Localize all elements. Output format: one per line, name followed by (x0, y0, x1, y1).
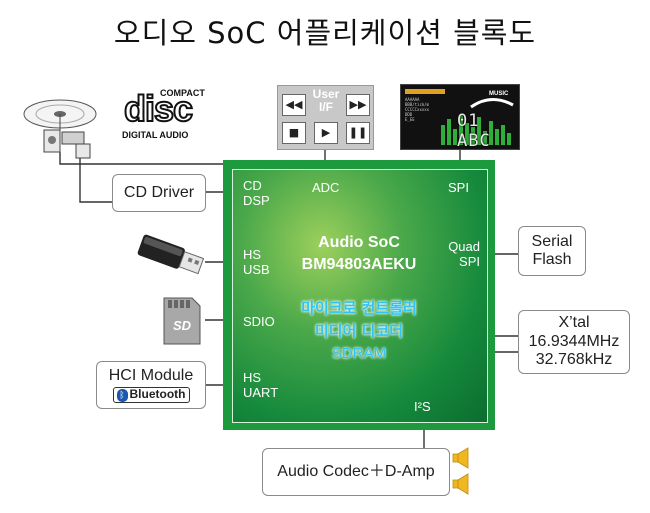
sd-card-icon: SD (163, 297, 201, 345)
pin-i2s: I²S (414, 399, 431, 414)
internal-sdram: SDRAM (331, 345, 387, 362)
display-progress-bar (405, 89, 445, 94)
user-if-label-line1: User (312, 87, 340, 101)
pin-quad-spi-line2: SPI (459, 254, 480, 269)
xtal-frequency-1: 16.9344MHz (528, 332, 620, 350)
cd-player-icon (23, 99, 97, 159)
stop-button[interactable]: ■ (282, 122, 306, 144)
compact-disc-logo: COMPACT disc DIGITAL AUDIO (122, 88, 210, 142)
pin-hs-uart-line1: HS (243, 370, 262, 385)
pin-hs-usb-line1: HS (243, 247, 262, 262)
pin-cd-dsp-line1: CD (243, 178, 262, 193)
pin-adc: ADC (312, 180, 340, 195)
hci-module-label: HCI Module (108, 366, 194, 384)
display-info-line: AAAAAA (405, 97, 420, 102)
display-track-text: 01 ABC (457, 111, 491, 150)
pin-quad-spi-line1: Quad (448, 239, 480, 254)
display-info-line: DDD (405, 112, 413, 117)
lcd-display: AAAAAA BBB/tick/m CCCCCxxxxx DDD E_EE MU… (400, 84, 520, 150)
user-if-label: User I/F (311, 88, 341, 114)
pin-hs-uart-line2: UART (243, 385, 279, 400)
bluetooth-icon: ᛒ (116, 388, 128, 402)
xtal-label: X’tal (558, 314, 590, 332)
user-if-label-line2: I/F (319, 100, 333, 114)
cd-logo-main-text: disc (123, 88, 194, 129)
serial-flash-box: Serial Flash (518, 226, 586, 276)
serial-flash-line1: Serial (531, 232, 573, 250)
chip-name: Audio SoC (318, 234, 400, 251)
pin-cd-dsp: CD DSP (243, 178, 270, 208)
hci-module-box: HCI Module ᛒ Bluetooth (96, 361, 206, 409)
display-info-line: CCCCCxxxxx (405, 107, 430, 112)
pin-hs-usb: HS USB (243, 247, 270, 277)
cd-logo-top-text: COMPACT (160, 88, 205, 98)
display-info-text: AAAAAA BBB/tick/m CCCCCxxxxx DDD E_EE (405, 97, 429, 122)
display-music-badge: MUSIC (489, 91, 509, 97)
pin-quad-spi: Quad SPI (444, 239, 480, 269)
play-button[interactable]: ▶ (314, 122, 338, 144)
svg-text:SD: SD (173, 318, 192, 333)
chip-part-number: BM94803AEKU (301, 256, 417, 273)
display-info-line: E_EE (405, 117, 415, 122)
pause-button[interactable]: ❚❚ (346, 122, 370, 144)
cd-logo-bottom-text: DIGITAL AUDIO (122, 130, 189, 140)
crystal-oscillator-box: X’tal 16.9344MHz 32.768kHz (518, 310, 630, 374)
pin-spi: SPI (448, 180, 469, 195)
fast-forward-button[interactable]: ▶▶ (346, 94, 370, 116)
pin-hs-usb-line2: USB (243, 262, 270, 277)
pin-cd-dsp-line2: DSP (243, 193, 270, 208)
audio-codec-box: Audio Codec＋D-Amp (262, 448, 450, 496)
bluetooth-label: Bluetooth (129, 387, 186, 402)
user-interface-panel: ◀◀ ▶▶ User I/F ■ ▶ ❚❚ (277, 85, 374, 150)
display-info-line: BBB/tick/m (405, 102, 430, 107)
soc-chip (232, 169, 488, 423)
rewind-button[interactable]: ◀◀ (282, 94, 306, 116)
pin-hs-uart: HS UART (243, 370, 278, 400)
page-title: 오디오 SoC 어플리케이션 블록도 (113, 16, 537, 50)
cd-driver-box: CD Driver (112, 174, 206, 212)
serial-flash-line2: Flash (532, 251, 572, 268)
speaker-icon (452, 447, 469, 495)
bluetooth-logo: ᛒ Bluetooth (112, 387, 190, 404)
xtal-frequency-2: 32.768kHz (535, 351, 613, 369)
internal-microcontroller: 마이크로 컨트롤러 (301, 299, 417, 317)
usb-stick-icon (137, 234, 205, 275)
pin-sdio: SDIO (243, 314, 275, 329)
internal-media-decoder: 미디어 디코더 (314, 322, 404, 340)
equalizer-bars-icon (441, 98, 514, 145)
